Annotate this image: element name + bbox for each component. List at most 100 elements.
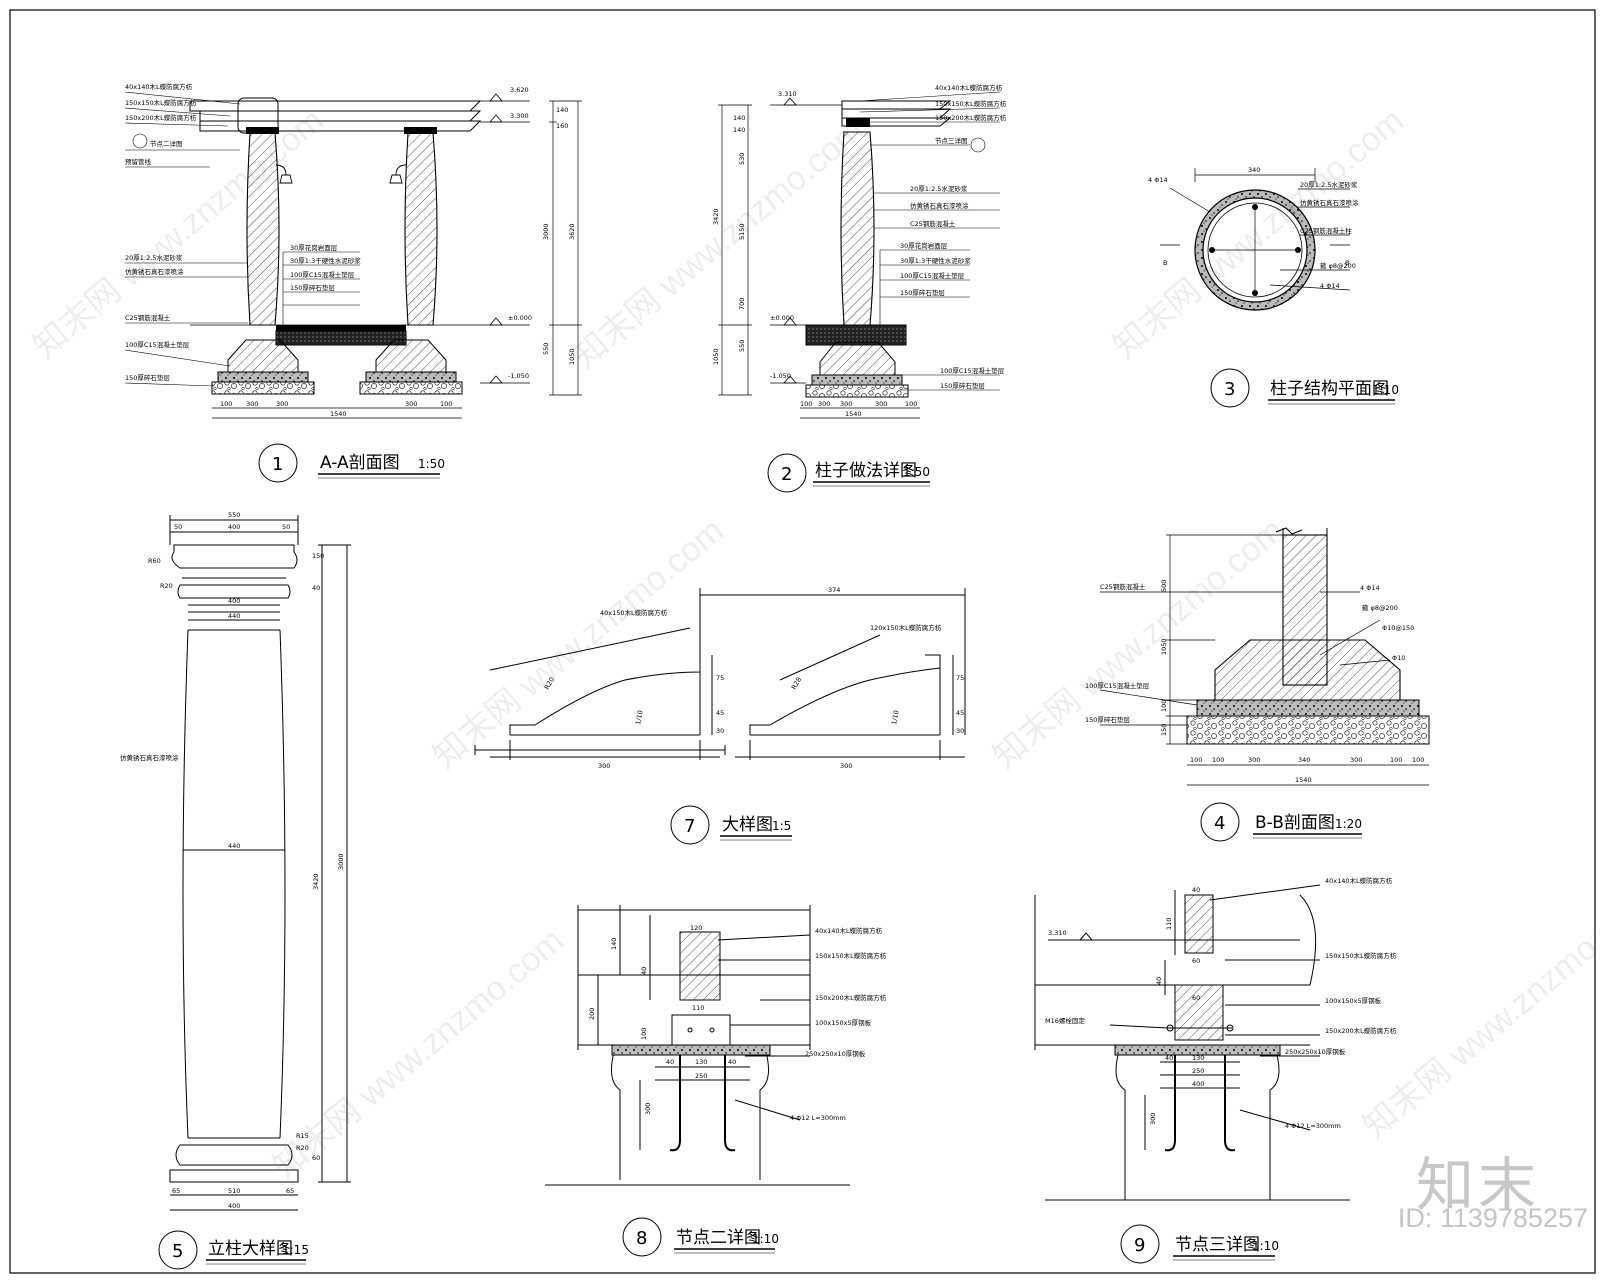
v9-label-3: 150x200木L蝶防腐方枋 — [1325, 1026, 1397, 1035]
v2-label-0: 40x140木L蝶防腐方枋 — [935, 83, 1003, 92]
v1-label-8: 30厚1:3干硬性水泥砂浆 — [290, 256, 361, 265]
v4-dimh-4: 300 — [1350, 756, 1362, 764]
caption-9-num: 9 — [1134, 1235, 1145, 1256]
v5-dimv-4: 60 — [312, 1154, 320, 1162]
v1-dimv-0: 140 — [556, 106, 568, 114]
v4-dimh-6: 100 — [1412, 756, 1424, 764]
v1-label-7: 30厚花岗岩面层 — [290, 243, 338, 252]
v9-dim-9: 300 — [1149, 1113, 1157, 1125]
v9-label-6: 4 Φ12 L=300mm — [1285, 1122, 1341, 1130]
v2-label-9: 100厚C15混凝土垫层 — [900, 271, 965, 280]
caption-5: 5 立柱大样图 1:15 — [158, 1230, 309, 1270]
caption-3-scale: 1:10 — [1372, 383, 1399, 397]
v7-radius-1: R28 — [790, 676, 803, 691]
caption-9-scale: 1:10 — [1252, 1239, 1279, 1253]
caption-8-title: 节点二详图 — [676, 1228, 761, 1248]
v3-label-4: 4 Φ14 — [1320, 282, 1340, 290]
v3-label-5: 4 Φ14 — [1148, 176, 1168, 184]
v1-dimv-2: 3000 — [542, 223, 550, 240]
caption-3: 3 柱子结构平面图 1:10 — [1210, 368, 1399, 408]
v3-label-0: 20厚1:2.5水泥砂浆 — [1300, 180, 1358, 189]
v1-label-3: 节点二详图 — [150, 139, 183, 148]
v4-dimh-5: 100 — [1390, 756, 1402, 764]
v9-label-2: 100x150x5厚钢板 — [1325, 996, 1382, 1005]
watermark-id: ID: 1139785257 — [1397, 1203, 1588, 1233]
v9-dim-5: 40 — [1165, 1054, 1173, 1062]
v2-label-2: 150x200木L蝶防腐方枋 — [935, 113, 1007, 122]
v2-label-3: 节点三详图 — [935, 136, 968, 145]
v7-label-1: 120x150木L蝶防腐方枋 — [870, 623, 942, 632]
caption-7: 7 大样图 1:5 — [670, 805, 792, 845]
v7-dim-top: 374 — [828, 586, 840, 594]
v2-level-0: 3.310 — [778, 90, 797, 98]
view4-section-bb: 500 1050 100 150 100 100 300 340 300 100… — [1085, 527, 1430, 786]
v1-dimh-5: 100 — [440, 400, 452, 408]
watermark-brand-logo: 知末 — [1415, 1153, 1540, 1218]
v1-level-3: -1.050 — [508, 372, 529, 380]
v5-note-3: R20 — [296, 1144, 309, 1152]
caption-7-scale: 1:5 — [772, 819, 791, 833]
view8-node2-detail: 120 140 40 110 200 100 40 130 40 250 300… — [545, 905, 887, 1186]
v4-dimv-2: 100 — [1160, 700, 1168, 712]
v5-note-0: R60 — [148, 557, 161, 565]
v5-dimv-0: 3000 — [337, 853, 345, 870]
v1-label-9: 100厚C15混凝土垫层 — [290, 270, 355, 279]
v8-label-4: 250x250x10厚钢板 — [805, 1049, 866, 1058]
v7-dimleft-0: 75 — [716, 674, 724, 682]
v5-dimmid-2: 440 — [228, 842, 240, 850]
view1-section-aa: 3.620 3.300 ±0.000 -1.050 140 160 3000 3… — [124, 82, 582, 419]
caption-1-title: A-A剖面图 — [320, 453, 400, 473]
v4-dimh-1: 100 — [1212, 756, 1224, 764]
view7-profile-detail: 374 75 45 30 75 45 30 300 300 R20 R28 1/… — [474, 586, 966, 770]
v2-dimv-3: 5150 — [738, 223, 746, 240]
v8-label-2: 150x200木L蝶防腐方枋 — [815, 993, 887, 1002]
v4-dimh-3: 340 — [1298, 756, 1310, 764]
v2-dimh-2: 300 — [840, 400, 852, 408]
v9-label-4: M16螺栓固定 — [1045, 1016, 1085, 1025]
v8-dim-0: 120 — [690, 924, 702, 932]
v2-dimh-0: 100 — [800, 400, 812, 408]
v2-dimv-1: 140 — [733, 126, 745, 134]
caption-4-num: 4 — [1214, 813, 1225, 834]
v2-label-8: 30厚1:3干硬性水泥砂浆 — [900, 256, 971, 265]
v2-label-10: 150厚碎石垫层 — [900, 288, 945, 297]
v7-dimright-1: 45 — [956, 709, 964, 717]
v4-label-0: C25钢筋混凝土 — [1100, 582, 1146, 591]
view3-column-plan: 340 20厚1:2.5水泥砂浆 仿黄锈石真石漆喷涂 C25钢筋混凝土柱 箍 φ… — [1148, 166, 1359, 311]
v2-dimh-5: 100 — [905, 400, 917, 408]
v1-dimv-1: 160 — [556, 122, 568, 130]
v7-label-0: 40x150木L蝶防腐方枋 — [600, 608, 668, 617]
v2-dimv-4: 3420 — [712, 208, 720, 225]
v9-label-5: 250x250x10厚钢板 — [1285, 1047, 1346, 1056]
v5-note-2: R15 — [296, 1132, 309, 1140]
caption-3-num: 3 — [1224, 379, 1235, 400]
v8-dim-10: 300 — [644, 1103, 652, 1115]
caption-8-scale: 1:10 — [752, 1232, 779, 1246]
v1-label-2: 150x200木L蝶防腐方枋 — [125, 113, 197, 122]
caption-2-num: 2 — [781, 464, 792, 485]
v8-dim-8: 40 — [728, 1058, 736, 1066]
v2-dimv-0: 140 — [733, 114, 745, 122]
v9-dim-4: 60 — [1192, 994, 1200, 1002]
caption-1: 1 A-A剖面图 1:50 — [258, 443, 445, 483]
caption-5-title: 立柱大样图 — [208, 1239, 293, 1259]
v5-dimv-3: 40 — [312, 584, 320, 592]
caption-5-num: 5 — [172, 1241, 183, 1262]
v7-radius-2: 1/10 — [634, 710, 644, 726]
caption-4: 4 B-B剖面图 1:20 — [1200, 802, 1362, 842]
view9-node3-detail: 3.310 40 110 60 40 60 40 130 250 400 300… — [1034, 876, 1397, 1201]
view5-column-elevation: 550 400 50 50 400 440 440 510 400 65 65 … — [120, 511, 351, 1211]
v1-label-4: 预留管线 — [125, 157, 152, 166]
caption-9: 9 节点三详图 1:10 — [1120, 1224, 1279, 1264]
v5-dimtop-3: 50 — [282, 523, 290, 531]
v1-dimv-5: 1050 — [568, 348, 576, 365]
v5-dimbot-3: 65 — [286, 1187, 294, 1195]
v2-label-7: 30厚花岗岩面层 — [900, 241, 948, 250]
v7-radius-3: 1/10 — [890, 710, 900, 726]
v1-level-0: 3.620 — [510, 86, 529, 94]
v4-dimv-1: 1050 — [1160, 638, 1168, 655]
v1-label-13: 150厚碎石垫层 — [125, 373, 170, 382]
v1-label-10: 150厚碎石垫层 — [290, 283, 335, 292]
v8-label-3: 100x150x5厚钢板 — [815, 1018, 872, 1027]
v2-dimh-1: 300 — [818, 400, 830, 408]
